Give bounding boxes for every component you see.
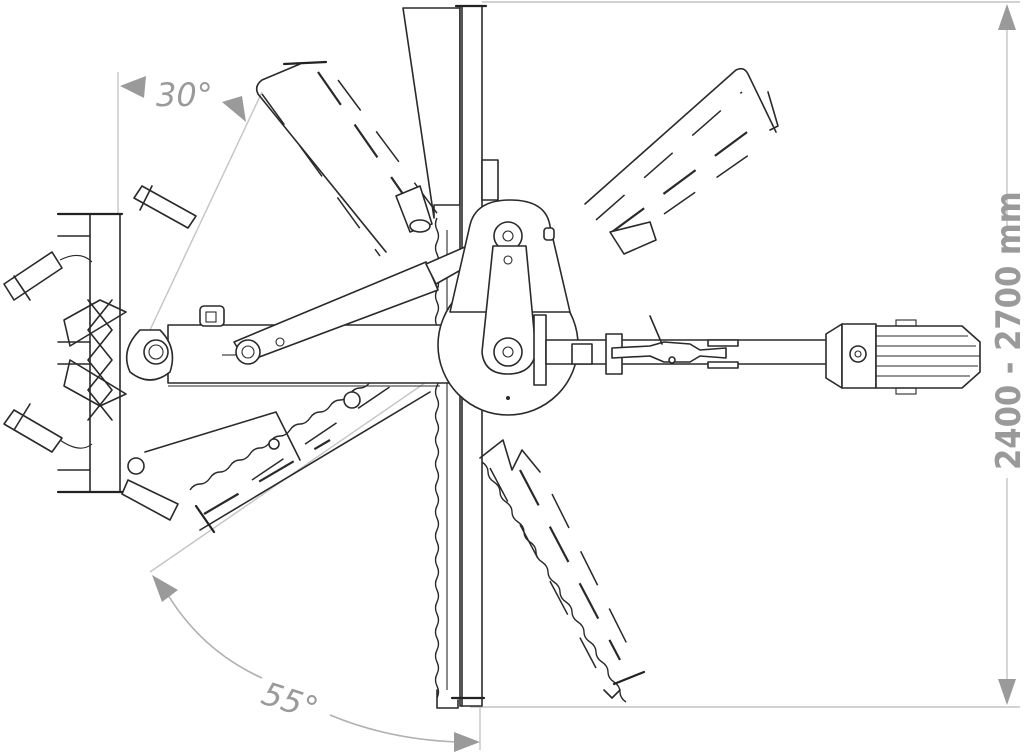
drawbar	[545, 315, 837, 375]
upper-right-swung-bar	[584, 67, 779, 255]
width-range-label: 2400 - 2700 mm	[989, 191, 1024, 470]
tail-unit	[825, 319, 981, 395]
arrow-right-icon	[222, 96, 246, 122]
angle-bottom-label: 55°	[257, 674, 323, 728]
arrow-up-left-icon	[152, 575, 178, 602]
arrow-down-icon	[998, 679, 1016, 705]
arrow-right-icon	[454, 732, 480, 752]
rotation-hub	[437, 159, 579, 416]
rotor-head	[3, 185, 197, 521]
arrow-left-icon	[120, 76, 146, 98]
lower-right-swung-bar	[479, 439, 646, 703]
angle-top-label: 30°	[156, 76, 213, 114]
arrow-up-icon	[998, 4, 1016, 30]
upper-left-swung-bar	[255, 60, 449, 257]
